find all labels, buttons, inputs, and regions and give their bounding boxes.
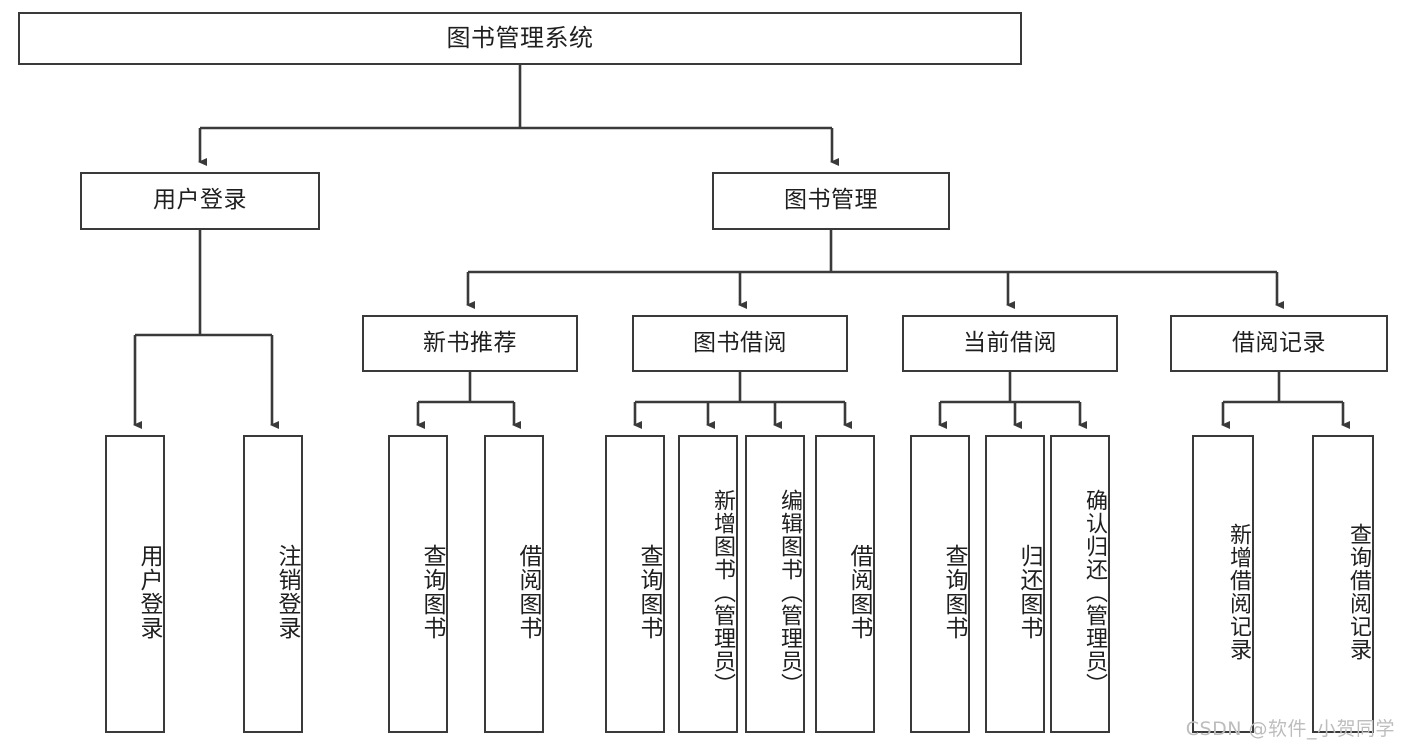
node-current-borrow-label: 当前借阅 xyxy=(963,329,1057,356)
leaf-user-login[interactable]: 用户登录 xyxy=(105,435,165,733)
leaf-query-book-recommend[interactable]: 查询图书 xyxy=(388,435,448,733)
leaf-add-book-admin[interactable]: 新增图书（管理员） xyxy=(678,435,738,733)
leaf-edit-book-admin[interactable]: 编辑图书（管理员） xyxy=(745,435,805,733)
leaf-borrow-book[interactable]: 借阅图书 xyxy=(815,435,875,733)
node-book-borrow[interactable]: 图书借阅 xyxy=(632,315,848,372)
leaf-edit-book-admin-label: 编辑图书（管理员） xyxy=(777,488,802,696)
node-book-borrow-label: 图书借阅 xyxy=(693,329,787,356)
node-root-label: 图书管理系统 xyxy=(446,24,594,53)
leaf-user-login-label: 用户登录 xyxy=(136,544,162,640)
leaf-logout[interactable]: 注销登录 xyxy=(243,435,303,733)
leaf-query-book-borrow[interactable]: 查询图书 xyxy=(605,435,665,733)
node-borrow-record-label: 借阅记录 xyxy=(1232,329,1326,356)
leaf-return-book-label: 归还图书 xyxy=(1016,544,1042,640)
node-current-borrow[interactable]: 当前借阅 xyxy=(902,315,1118,372)
leaf-add-borrow-record[interactable]: 新增借阅记录 xyxy=(1192,435,1254,733)
leaf-query-book-borrow-label: 查询图书 xyxy=(636,544,662,640)
leaf-query-book-current-label: 查询图书 xyxy=(941,544,967,640)
leaf-add-book-admin-label: 新增图书（管理员） xyxy=(710,488,735,696)
node-book-management-label: 图书管理 xyxy=(784,187,878,214)
leaf-query-book-recommend-label: 查询图书 xyxy=(419,544,445,640)
node-new-book-recommend-label: 新书推荐 xyxy=(423,329,517,356)
leaf-return-book[interactable]: 归还图书 xyxy=(985,435,1045,733)
leaf-add-borrow-record-label: 新增借阅记录 xyxy=(1226,523,1251,661)
leaf-confirm-return-admin[interactable]: 确认归还（管理员） xyxy=(1050,435,1110,733)
node-user-login-label: 用户登录 xyxy=(153,187,247,214)
node-user-login[interactable]: 用户登录 xyxy=(80,172,320,230)
leaf-query-borrow-record[interactable]: 查询借阅记录 xyxy=(1312,435,1374,733)
leaf-borrow-book-recommend[interactable]: 借阅图书 xyxy=(484,435,544,733)
node-borrow-record[interactable]: 借阅记录 xyxy=(1170,315,1388,372)
node-book-management[interactable]: 图书管理 xyxy=(712,172,950,230)
leaf-borrow-book-label: 借阅图书 xyxy=(846,544,872,640)
leaf-query-book-current[interactable]: 查询图书 xyxy=(910,435,970,733)
node-new-book-recommend[interactable]: 新书推荐 xyxy=(362,315,578,372)
leaf-borrow-book-recommend-label: 借阅图书 xyxy=(515,544,541,640)
leaf-logout-label: 注销登录 xyxy=(274,544,300,640)
node-root[interactable]: 图书管理系统 xyxy=(18,12,1022,65)
watermark: CSDN @软件_小贺同学 xyxy=(1185,718,1395,740)
leaf-confirm-return-admin-label: 确认归还（管理员） xyxy=(1082,488,1107,696)
leaf-query-borrow-record-label: 查询借阅记录 xyxy=(1346,523,1371,661)
